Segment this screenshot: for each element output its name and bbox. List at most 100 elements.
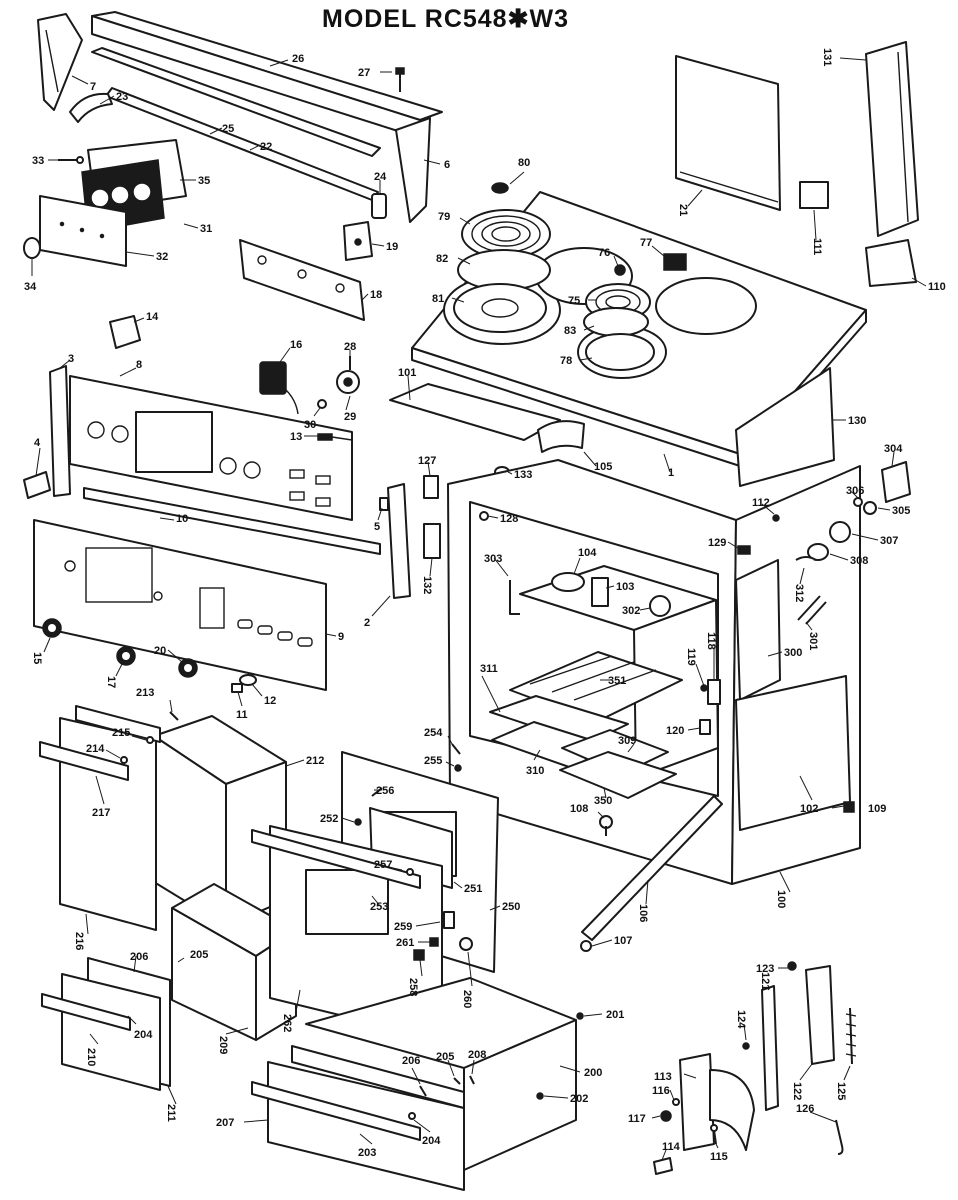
callout-labels: 26 27 7 23 25 22 6 24 33 35 31 32 34 19 … <box>24 48 946 1163</box>
screw-part-204b <box>408 1112 416 1120</box>
callout-308: 308 <box>850 555 868 567</box>
support-part-80 <box>491 182 509 194</box>
leveling-leg-part-109 <box>843 801 855 813</box>
callout-27: 27 <box>358 67 370 79</box>
callout-215: 215 <box>112 727 130 739</box>
callout-305: 305 <box>892 505 910 517</box>
screw-part-33 <box>58 156 84 164</box>
callout-119: 119 <box>685 648 697 666</box>
callout-206-lower: 206 <box>402 1055 420 1067</box>
callout-104: 104 <box>578 547 597 559</box>
clip-part-129 <box>737 545 751 555</box>
hinge-part-258 <box>413 949 425 961</box>
screw-part-107 <box>580 940 592 952</box>
backguard-trim-part-26 <box>91 11 443 139</box>
callout-200: 200 <box>584 1067 602 1079</box>
hinge-part-118 <box>707 679 721 705</box>
screw-part-27 <box>395 67 405 92</box>
callout-76: 76 <box>598 247 610 259</box>
screw-part-254 <box>451 743 461 755</box>
callout-307: 307 <box>880 535 898 547</box>
model-title: MODEL RC548✱W3 <box>322 5 570 33</box>
callout-206-upper: 206 <box>130 951 148 963</box>
callout-1: 1 <box>668 467 674 479</box>
callout-210: 210 <box>85 1048 97 1066</box>
lamp-part-103 <box>591 577 609 607</box>
callout-29: 29 <box>344 411 356 423</box>
infinite-switch-part-14 <box>109 315 141 349</box>
callout-128: 128 <box>500 513 518 525</box>
callout-121: 121 <box>759 972 771 990</box>
insulation-part-102 <box>735 675 851 831</box>
callout-309: 309 <box>618 735 636 747</box>
callout-22: 22 <box>260 141 272 153</box>
spring-part-125 <box>845 1007 857 1065</box>
receptacle-part-304 <box>881 461 911 503</box>
screw-part-201 <box>576 1012 584 1020</box>
callout-23: 23 <box>116 91 128 103</box>
clock-panel-part-32 <box>39 195 127 267</box>
callout-3: 3 <box>68 353 74 365</box>
callout-310: 310 <box>526 765 544 777</box>
clip-part-114 <box>653 1157 673 1175</box>
callout-31: 31 <box>200 223 212 235</box>
callout-250: 250 <box>502 901 520 913</box>
callout-14: 14 <box>146 311 159 323</box>
receptacle-part-77 <box>663 253 687 271</box>
callout-117: 117 <box>628 1113 646 1125</box>
drawer-front-part-210 <box>61 973 161 1091</box>
screw-part-255 <box>454 764 462 772</box>
callout-118: 118 <box>705 632 717 650</box>
callout-207: 207 <box>216 1117 234 1129</box>
callout-83: 83 <box>564 325 576 337</box>
drawer-handle-part-217 <box>39 741 129 781</box>
bracket-part-127 <box>423 475 439 499</box>
hook-part-126 <box>835 1119 844 1155</box>
callout-257: 257 <box>374 859 392 871</box>
callout-217: 217 <box>92 807 110 819</box>
callout-28: 28 <box>344 341 356 353</box>
end-cap-part-6 <box>395 117 431 223</box>
callout-17: 17 <box>105 676 117 688</box>
lamp-holder-part-23 <box>69 92 113 123</box>
callout-260: 260 <box>461 990 473 1008</box>
screw-part-208 <box>469 1075 475 1085</box>
callout-21: 21 <box>677 204 689 216</box>
drawer-handle-part-204 <box>41 993 131 1031</box>
callout-312: 312 <box>793 584 805 602</box>
callout-6: 6 <box>444 159 450 171</box>
bracket-part-120 <box>699 719 711 735</box>
callout-107: 107 <box>614 935 632 947</box>
leader-lines <box>31 57 927 1161</box>
callout-123: 123 <box>756 963 774 975</box>
callout-116: 116 <box>652 1085 670 1097</box>
terminal-block-part-76 <box>614 264 626 276</box>
callout-113: 113 <box>654 1071 672 1083</box>
screw-part-256 <box>371 787 383 797</box>
front-panel-part-9 <box>33 519 327 691</box>
hinge-bracket-part-121 <box>761 985 779 1111</box>
callout-209: 209 <box>217 1036 229 1054</box>
callout-112: 112 <box>752 497 770 509</box>
callout-258: 258 <box>407 978 419 996</box>
screw-part-108 <box>599 815 613 836</box>
callout-204-lower: 204 <box>422 1135 441 1147</box>
rack-part-350 <box>559 751 677 799</box>
callout-351: 351 <box>608 675 626 687</box>
callout-19: 19 <box>386 241 398 253</box>
callout-9: 9 <box>338 631 344 643</box>
callout-8: 8 <box>136 359 142 371</box>
control-panel-part-8 <box>69 375 353 521</box>
screw-part-206 <box>419 1085 427 1097</box>
callout-103: 103 <box>616 581 634 593</box>
switch-part-19 <box>343 221 373 261</box>
lamp-socket-part-24 <box>371 193 387 219</box>
callout-252: 252 <box>320 813 338 825</box>
nut-part-30 <box>317 399 327 409</box>
drawer-front-part-216 <box>59 705 161 931</box>
hinge-assembly-part-113 <box>679 1053 755 1151</box>
callout-124: 124 <box>735 1010 747 1029</box>
callout-15: 15 <box>31 652 43 664</box>
callout-127: 127 <box>418 455 436 467</box>
